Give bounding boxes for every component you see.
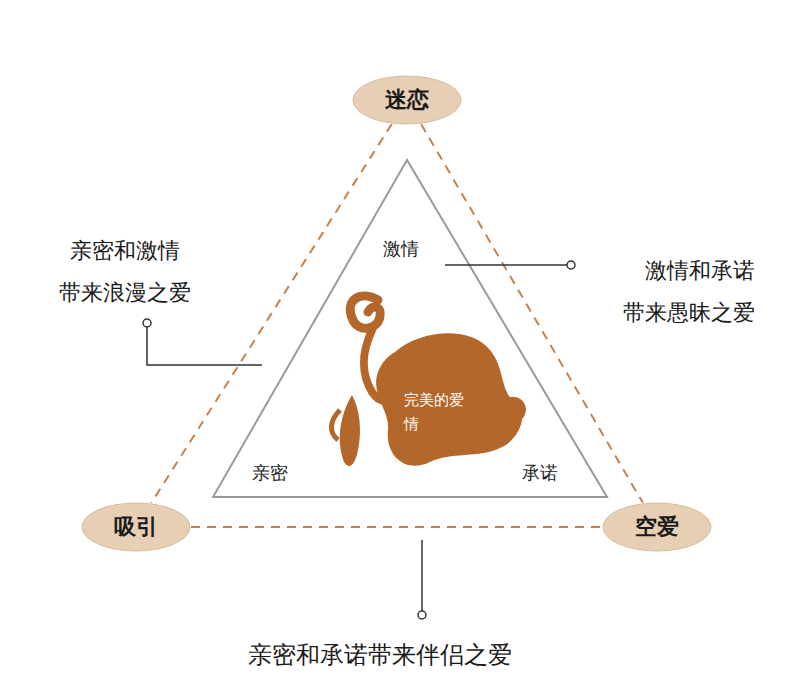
callout-text: 亲密和承诺带来伴侣之爱 [248, 633, 512, 679]
component-label: 激情 [383, 232, 419, 266]
leader-lines [143, 261, 575, 619]
node-label: 迷恋 [385, 85, 429, 115]
heart-blob [331, 296, 522, 466]
inner-triangle [213, 160, 607, 497]
ellipse-node: 迷恋 [352, 75, 462, 125]
dashed-connector [191, 526, 602, 528]
component-label: 亲密 [252, 456, 288, 490]
node-label: 吸引 [114, 512, 158, 542]
component-label: 承诺 [522, 456, 558, 490]
node-label: 空爱 [635, 512, 679, 542]
center-label: 完美的爱情 [404, 388, 464, 436]
callout-text: 激情和承诺 带来愚昧之爱 [545, 250, 755, 334]
ellipse-node: 空爱 [602, 502, 712, 552]
callout-text: 亲密和激情 带来浪漫之爱 [40, 230, 210, 314]
ellipse-node: 吸引 [81, 502, 191, 552]
